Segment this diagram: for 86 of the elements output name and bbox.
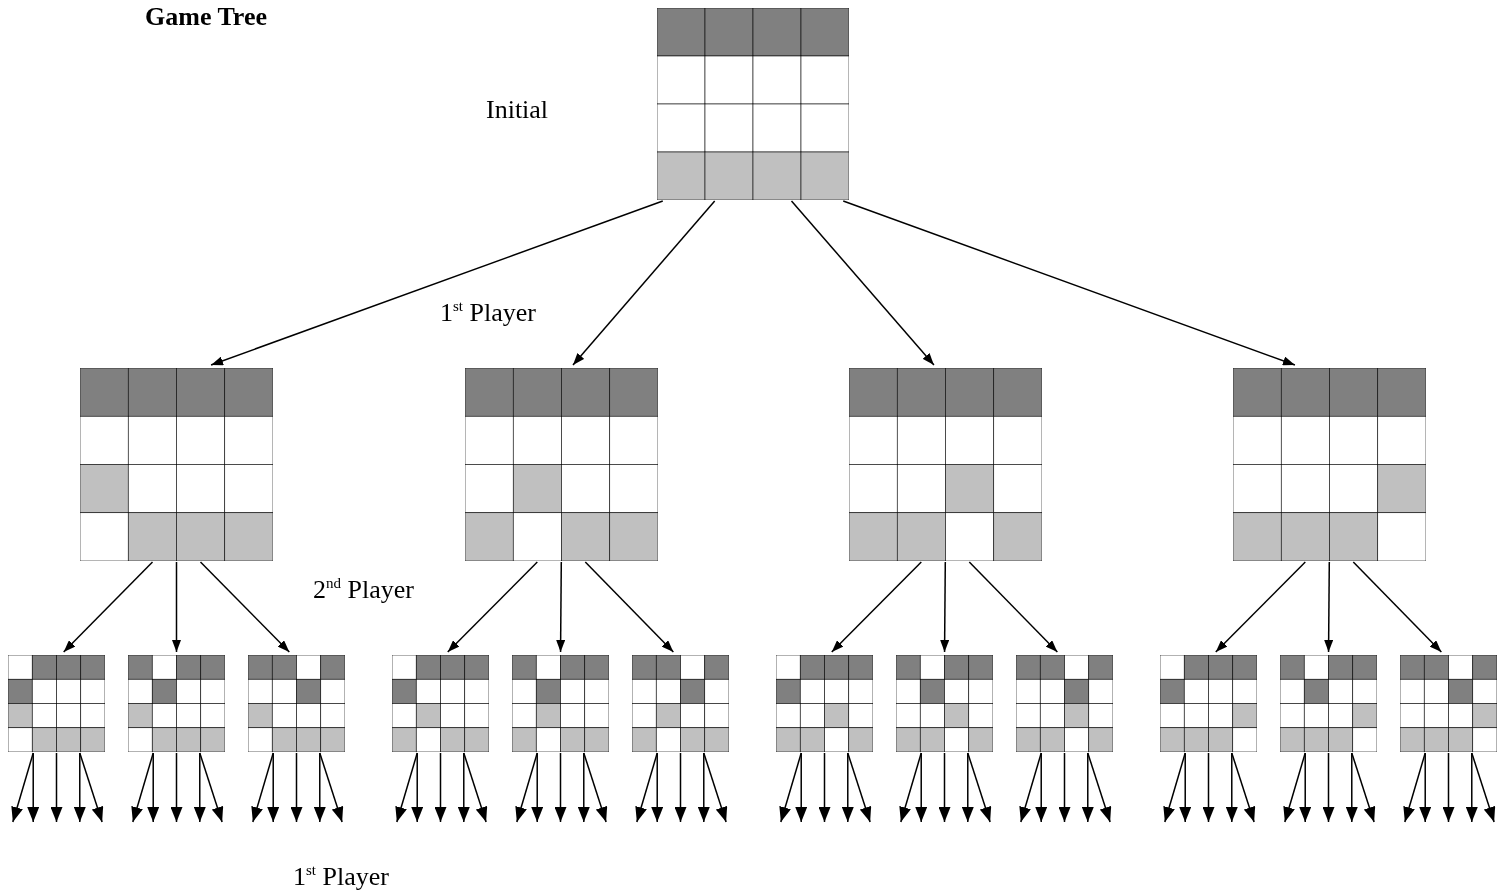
arrow: [457, 752, 470, 823]
arrow: [790, 200, 935, 366]
arrow: [411, 752, 424, 823]
game-board-drawing: [1233, 368, 1426, 561]
arrow: [915, 752, 928, 823]
arrow: [1179, 752, 1192, 823]
game-board-drawing: [128, 655, 225, 752]
game-board-drawing: [248, 655, 345, 752]
game-board-drawing: [632, 655, 729, 752]
game-board-drawing: [512, 655, 609, 752]
arrow: [531, 752, 544, 823]
arrow: [703, 752, 728, 823]
game-board-drawing: [1280, 655, 1377, 752]
game-board-drawing: [1016, 655, 1113, 752]
arrow: [572, 200, 716, 366]
arrow: [831, 561, 923, 653]
arrow: [463, 752, 488, 823]
arrow: [1225, 752, 1238, 823]
arrow: [584, 561, 675, 653]
arrow: [1471, 752, 1496, 823]
arrow: [1215, 561, 1307, 653]
arrow: [290, 752, 303, 823]
arrow: [210, 200, 664, 366]
game-board-drawing: [465, 368, 658, 561]
arrow: [1035, 752, 1048, 823]
arrow: [1465, 752, 1478, 823]
arrow: [193, 752, 206, 823]
arrow: [170, 752, 183, 823]
arrow: [79, 752, 104, 823]
game-board-drawing: [849, 368, 1042, 561]
arrow: [697, 752, 710, 823]
arrow: [842, 200, 1296, 366]
game-board-drawing: [392, 655, 489, 752]
arrow: [938, 752, 951, 823]
arrow: [1322, 752, 1335, 823]
arrow: [1324, 561, 1334, 653]
arrow: [1345, 752, 1358, 823]
arrow: [50, 752, 63, 823]
arrow: [1202, 752, 1215, 823]
arrow: [319, 752, 344, 823]
arrow: [199, 561, 291, 653]
arrow: [1058, 752, 1071, 823]
game-board-drawing: [896, 655, 993, 752]
board-label: Initial: [486, 96, 549, 125]
arrow: [795, 752, 808, 823]
arrow: [651, 752, 664, 823]
arrow: [841, 752, 854, 823]
arrow: [577, 752, 590, 823]
arrow: [1419, 752, 1432, 823]
arrow: [554, 752, 567, 823]
arrow: [847, 752, 872, 823]
game-board-drawing: [80, 368, 273, 561]
arrow: [1087, 752, 1112, 823]
arrow: [313, 752, 326, 823]
arrow: [434, 752, 447, 823]
level-label: 1$^{st}$ Player: [440, 298, 536, 328]
arrow: [556, 561, 566, 653]
arrow: [199, 752, 224, 823]
game-board-drawing: [657, 8, 849, 200]
arrow: [1351, 752, 1376, 823]
arrow: [267, 752, 280, 823]
arrow: [968, 561, 1059, 653]
arrow: [147, 752, 160, 823]
arrow: [961, 752, 974, 823]
arrow: [967, 752, 992, 823]
level-label: 2$^{nd}$ Player: [313, 575, 414, 605]
arrow: [940, 561, 950, 653]
arrow: [1442, 752, 1455, 823]
game-board-drawing: [776, 655, 873, 752]
arrow: [1299, 752, 1312, 823]
level-label: 1$^{st}$ Player: [293, 862, 389, 892]
game-board-drawing: [1400, 655, 1497, 752]
game-board-drawing: [1160, 655, 1257, 752]
arrow: [1081, 752, 1094, 823]
arrow: [73, 752, 86, 823]
arrow: [172, 561, 181, 653]
arrow: [27, 752, 40, 823]
game-board-drawing: [8, 655, 105, 752]
arrow: [1231, 752, 1256, 823]
arrow: [62, 561, 154, 653]
arrow: [583, 752, 608, 823]
arrow: [447, 561, 539, 653]
arrow: [674, 752, 687, 823]
arrow: [1352, 561, 1443, 653]
diagram-title: Game Tree: [145, 2, 267, 32]
arrow: [818, 752, 831, 823]
